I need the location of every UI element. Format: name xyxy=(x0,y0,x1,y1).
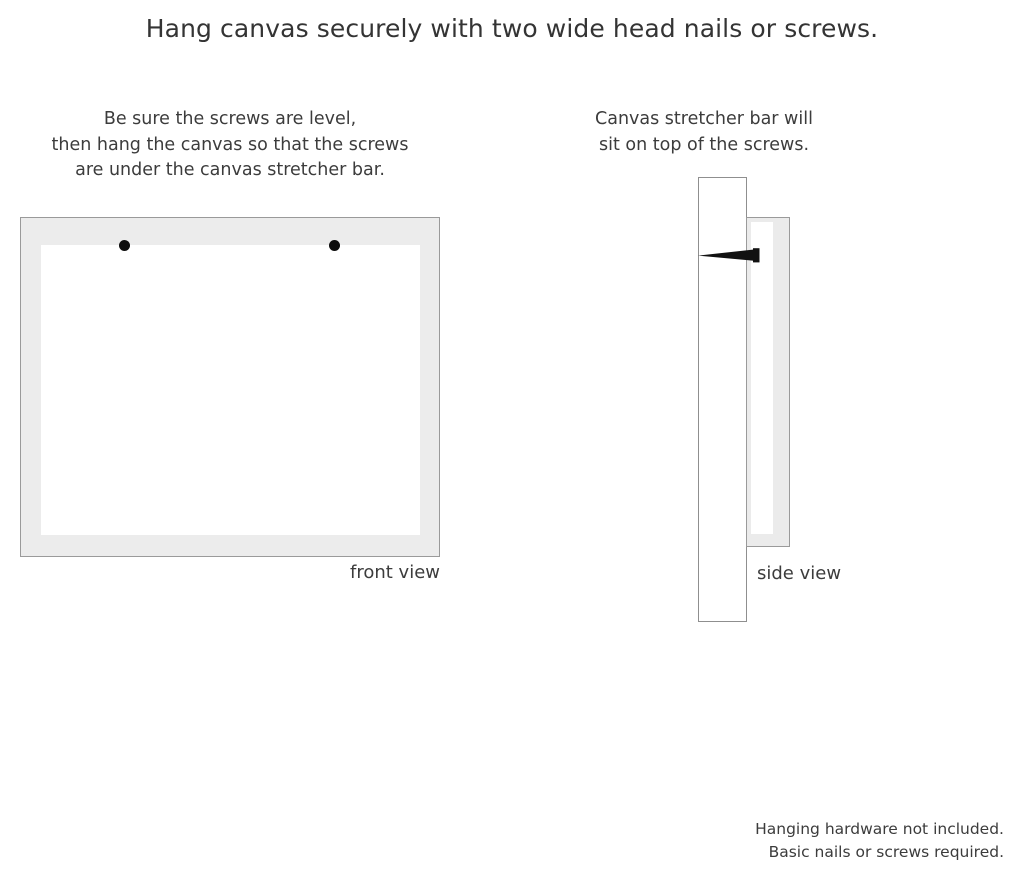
caption-line: Canvas stretcher bar will xyxy=(595,109,813,129)
front-view-screw-right-icon xyxy=(329,240,340,251)
footnote: Hanging hardware not included. Basic nai… xyxy=(704,818,1004,864)
side-view-label: side view xyxy=(757,563,842,584)
caption-line: Be sure the screws are level, xyxy=(103,109,357,129)
side-view-caption: Canvas stretcher bar will sit on top of … xyxy=(580,107,828,158)
page-title: Hang canvas securely with two wide head … xyxy=(145,14,879,43)
front-view-label: front view xyxy=(350,562,440,583)
side-view-stretcher-bar-void xyxy=(751,222,773,534)
front-view-canvas-frame xyxy=(20,217,440,557)
front-view-caption: Be sure the screws are level, then hang … xyxy=(20,107,440,184)
caption-line: sit on top of the screws. xyxy=(598,134,810,155)
side-view-canvas-profile xyxy=(746,217,790,547)
caption-line: are under the canvas stretcher bar. xyxy=(75,160,385,180)
front-view-canvas-face xyxy=(41,245,420,535)
caption-line: then hang the canvas so that the screws xyxy=(51,134,409,155)
front-view-screw-left-icon xyxy=(119,240,130,251)
footnote-line: Hanging hardware not included. xyxy=(755,820,1004,838)
side-view-screw-icon xyxy=(698,248,760,263)
footnote-line: Basic nails or screws required. xyxy=(768,843,1004,861)
